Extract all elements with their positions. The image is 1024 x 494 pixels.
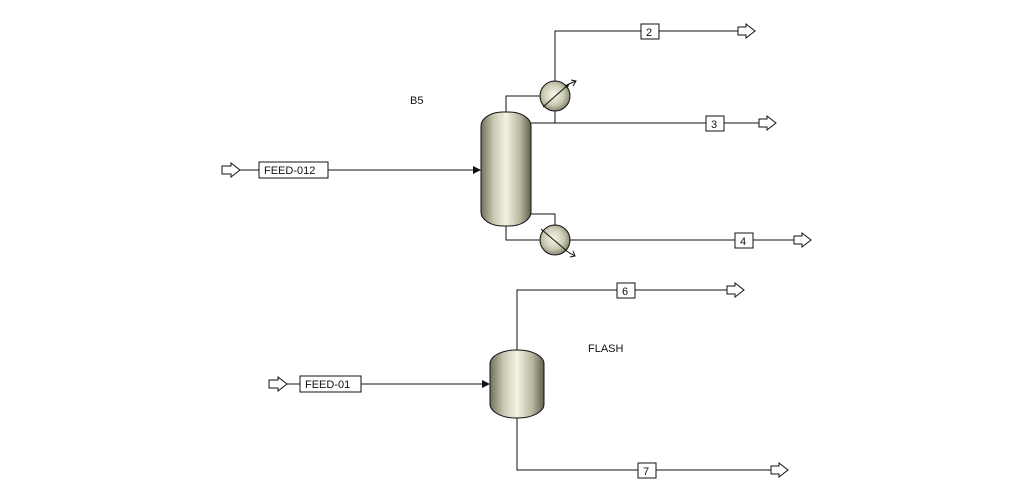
- feed-01-tag-box[interactable]: [299, 375, 362, 393]
- stream-6-tag-box[interactable]: [616, 282, 636, 299]
- stream-7-outlet-arrow[interactable]: [770, 461, 789, 479]
- stream-3-outlet-arrow[interactable]: [758, 114, 777, 132]
- reflux-line: [531, 111, 556, 124]
- stream-2-outlet-arrow[interactable]: [737, 22, 756, 40]
- column-block-label: B5: [410, 95, 423, 107]
- feed-012-tag: FEED-012: [264, 165, 315, 177]
- reboiler[interactable]: [539, 224, 576, 258]
- stream-4-tag-box[interactable]: [734, 232, 754, 249]
- feed-012-inlet-arrow[interactable]: [221, 161, 241, 179]
- feed-012-tag-box[interactable]: [258, 161, 329, 179]
- stream-6-outlet-arrow[interactable]: [726, 281, 745, 299]
- stream-2-line: [554, 30, 738, 81]
- stream-2-tag: 2: [646, 27, 652, 39]
- stream-7-tag: 7: [643, 466, 649, 478]
- stream-7-tag-box[interactable]: [637, 462, 657, 479]
- boilup-line: [531, 213, 556, 225]
- stream-2-tag-box[interactable]: [640, 23, 660, 40]
- feed-01-inlet-arrow[interactable]: [268, 375, 288, 393]
- stream-7-line: [516, 418, 771, 471]
- feed-01-tag: FEED-01: [305, 379, 350, 391]
- stream-3-tag: 3: [711, 119, 717, 131]
- stream-4-outlet-arrow[interactable]: [793, 231, 812, 249]
- condenser[interactable]: [539, 79, 577, 112]
- column-overhead-line: [505, 95, 540, 112]
- stream-6-tag: 6: [622, 286, 628, 298]
- column-bottoms-line: [505, 226, 540, 241]
- flash-drum[interactable]: [489, 349, 545, 419]
- flash-block-label: FLASH: [588, 343, 624, 355]
- stream-6-line: [516, 289, 727, 350]
- stream-4-tag: 4: [740, 236, 746, 248]
- distillation-column[interactable]: [480, 111, 532, 227]
- stream-3-tag-box[interactable]: [705, 115, 725, 132]
